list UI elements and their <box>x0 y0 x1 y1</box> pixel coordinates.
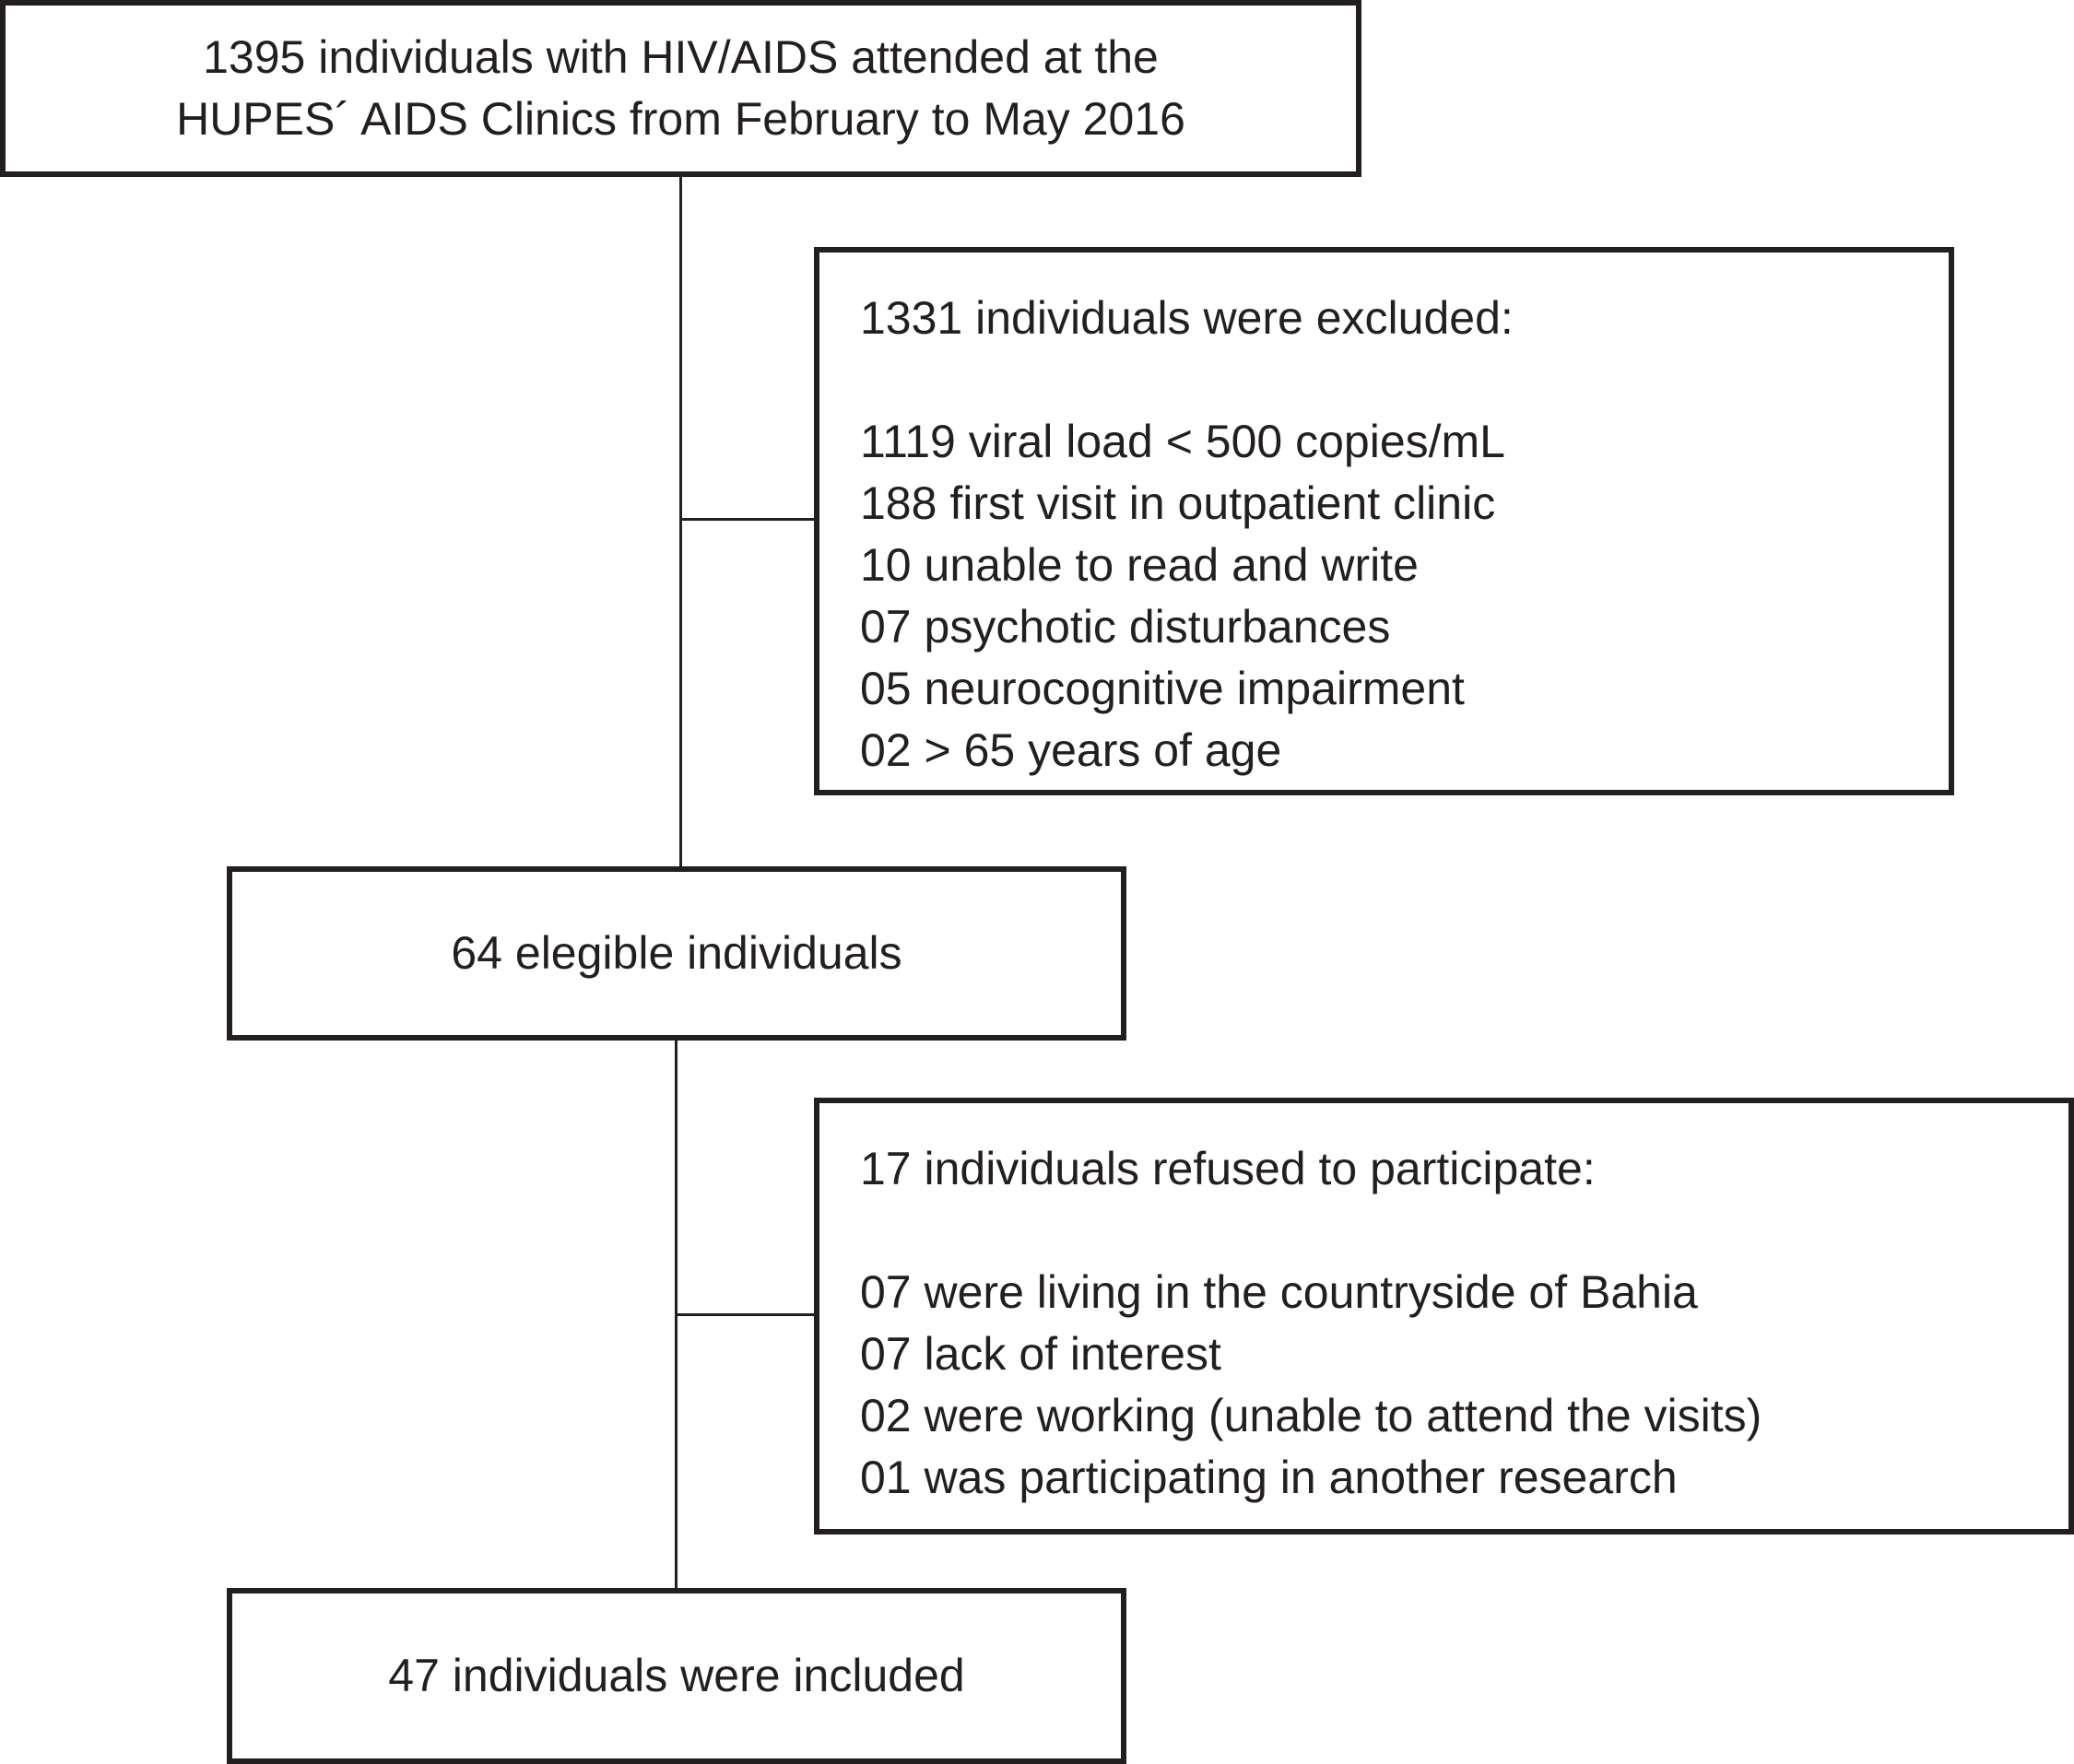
connector-start-to-eligible <box>679 177 682 866</box>
excluded-reasons-list: 1119 viral load < 500 copies/mL 188 firs… <box>860 411 1949 782</box>
refused-reason: 07 were living in the countryside of Bah… <box>860 1266 1698 1318</box>
eligible-box: 64 elegible individuals <box>227 866 1126 1041</box>
included-text: 47 individuals were included <box>388 1650 965 1701</box>
excluded-reason: 02 > 65 years of age <box>860 724 1282 776</box>
excluded-reason: 07 psychotic disturbances <box>860 601 1391 653</box>
connector-to-excluded <box>680 518 814 521</box>
eligible-text: 64 elegible individuals <box>451 927 902 979</box>
excluded-reason: 05 neurocognitive impairment <box>860 663 1465 714</box>
refused-reason: 01 was participating in another research <box>860 1452 1678 1503</box>
excluded-reason: 10 unable to read and write <box>860 539 1419 591</box>
refused-title: 17 individuals refused to participate: <box>860 1143 1596 1194</box>
excluded-box: 1331 individuals were excluded: 1119 vir… <box>814 247 1954 795</box>
start-population-box: 1395 individuals with HIV/AIDS attended … <box>0 0 1361 177</box>
excluded-reason: 1119 viral load < 500 copies/mL <box>860 416 1505 467</box>
start-line-1: 1395 individuals with HIV/AIDS attended … <box>203 31 1159 83</box>
included-box: 47 individuals were included <box>227 1588 1126 1764</box>
refused-reasons-list: 07 were living in the countryside of Bah… <box>860 1262 2068 1509</box>
excluded-reason: 188 first visit in outpatient clinic <box>860 477 1496 529</box>
excluded-title: 1331 individuals were excluded: <box>860 292 1514 344</box>
start-line-2: HUPES´ AIDS Clinics from February to May… <box>176 93 1185 145</box>
connector-to-refused <box>676 1313 814 1316</box>
refused-reason: 02 were working (unable to attend the vi… <box>860 1390 1762 1441</box>
refused-box: 17 individuals refused to participate: 0… <box>814 1098 2074 1535</box>
refused-reason: 07 lack of interest <box>860 1328 1221 1380</box>
